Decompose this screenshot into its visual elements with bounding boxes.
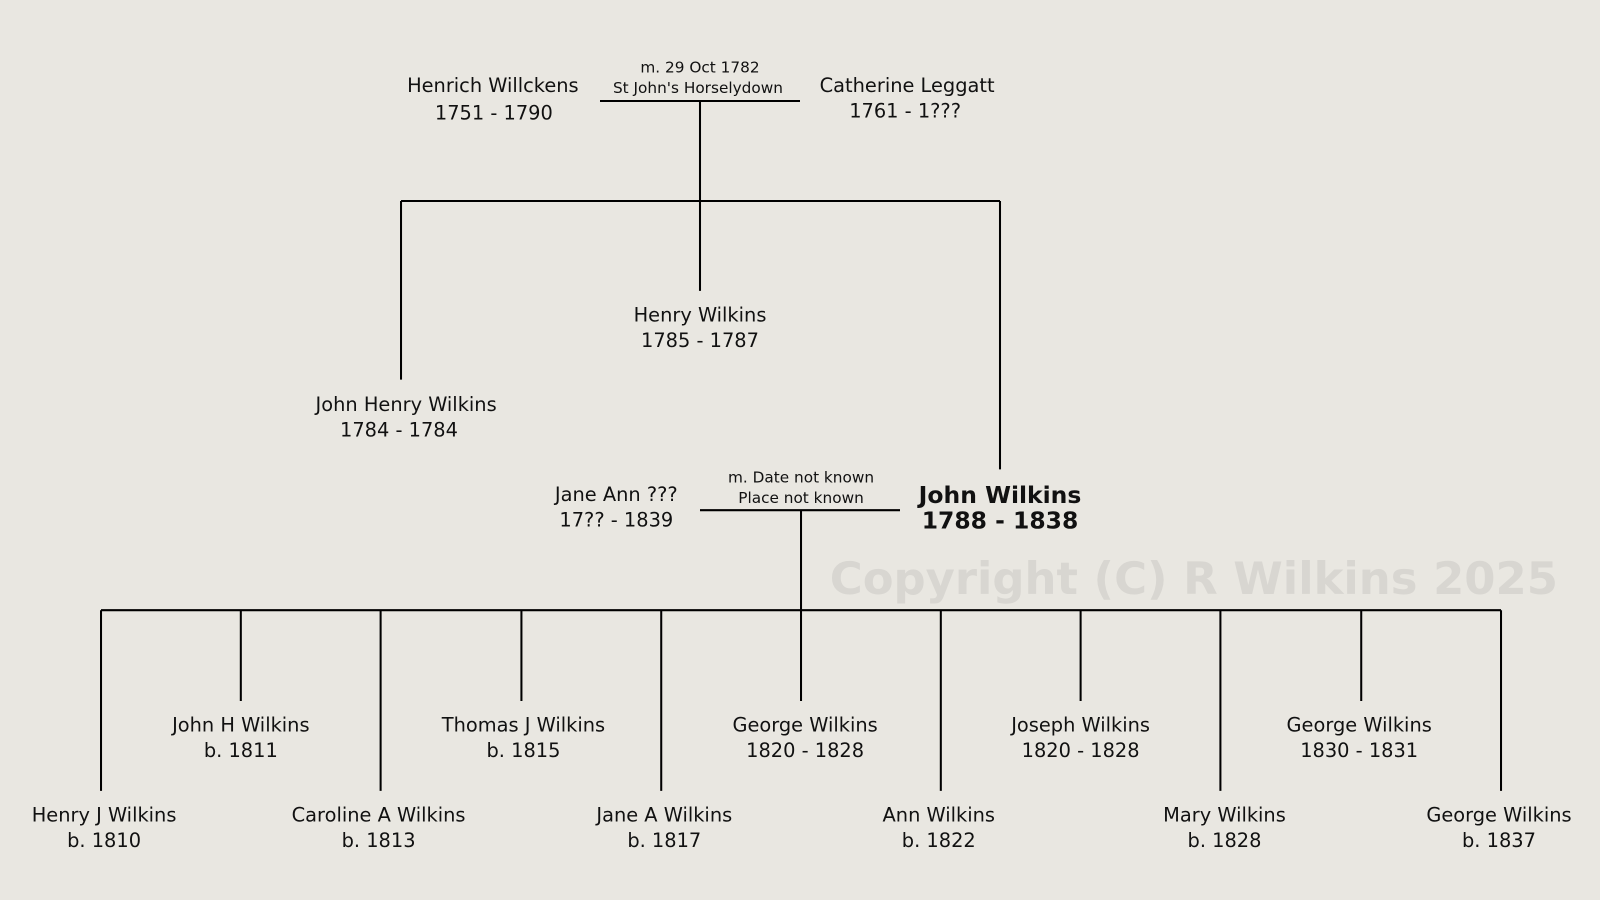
person-john-henry-wilkins[interactable]: John Henry Wilkins 1784 - 1784 — [315, 393, 497, 442]
person-dates: 1788 - 1838 — [922, 507, 1079, 535]
person-dates: b. 1810 — [67, 829, 141, 852]
person-child[interactable]: Mary Wilkins b. 1828 — [1163, 803, 1286, 852]
person-child[interactable]: Henry J Wilkins b. 1810 — [32, 803, 177, 852]
person-dates: 1784 - 1784 — [340, 419, 458, 442]
person-dates: b. 1828 — [1188, 829, 1262, 852]
person-name: Henry Wilkins — [634, 303, 767, 326]
person-name: Mary Wilkins — [1163, 803, 1286, 826]
person-dates: 17?? - 1839 — [559, 509, 673, 532]
person-name: Catherine Leggatt — [820, 74, 995, 97]
person-name: John H Wilkins — [171, 714, 310, 737]
person-name: Thomas J Wilkins — [441, 714, 605, 737]
person-name: Jane A Wilkins — [595, 803, 732, 826]
person-dates: b. 1837 — [1462, 829, 1536, 852]
person-henrich-willckens[interactable]: Henrich Willckens 1751 - 1790 — [407, 74, 579, 125]
person-catherine-leggatt[interactable]: Catherine Leggatt 1761 - 1??? — [820, 74, 995, 123]
person-name: Henry J Wilkins — [32, 803, 177, 826]
person-dates: b. 1822 — [902, 829, 976, 852]
person-dates: b. 1815 — [487, 739, 561, 762]
person-dates: b. 1811 — [204, 739, 278, 762]
person-child[interactable]: Caroline A Wilkins b. 1813 — [292, 803, 466, 852]
person-dates: 1761 - 1??? — [849, 99, 961, 122]
marriage-date: m. Date not known — [728, 469, 874, 487]
person-name: Joseph Wilkins — [1010, 714, 1150, 737]
copyright-watermark: Copyright (C) R Wilkins 2025 — [830, 552, 1558, 605]
person-dates: 1820 - 1828 — [746, 739, 864, 762]
person-henry-wilkins[interactable]: Henry Wilkins 1785 - 1787 — [634, 303, 767, 352]
marriage-date: m. 29 Oct 1782 — [640, 58, 759, 76]
person-name: Henrich Willckens — [407, 74, 579, 97]
person-john-wilkins-focus[interactable]: John Wilkins 1788 - 1838 — [917, 481, 1082, 535]
person-dates: 1785 - 1787 — [641, 329, 759, 352]
person-dates: b. 1813 — [342, 829, 416, 852]
person-name: Jane Ann ??? — [554, 483, 678, 506]
person-jane-ann[interactable]: Jane Ann ??? 17?? - 1839 — [554, 483, 678, 532]
person-child[interactable]: George Wilkins b. 1837 — [1426, 803, 1571, 852]
person-name: George Wilkins — [1426, 803, 1571, 826]
person-child[interactable]: Ann Wilkins b. 1822 — [883, 803, 995, 852]
person-name: Caroline A Wilkins — [292, 803, 466, 826]
person-dates: 1830 - 1831 — [1300, 739, 1418, 762]
marriage-place: Place not known — [738, 489, 864, 507]
person-child[interactable]: Jane A Wilkins b. 1817 — [595, 803, 732, 852]
person-name: Ann Wilkins — [883, 803, 995, 826]
person-name: George Wilkins — [1287, 714, 1432, 737]
person-dates: 1820 - 1828 — [1022, 739, 1140, 762]
person-dates: 1751 - 1790 — [435, 101, 553, 124]
person-name: John Wilkins — [917, 481, 1082, 509]
marriage-place: St John's Horselydown — [613, 79, 783, 97]
person-name: George Wilkins — [732, 714, 877, 737]
person-name: John Henry Wilkins — [315, 393, 497, 416]
person-dates: b. 1817 — [627, 829, 701, 852]
